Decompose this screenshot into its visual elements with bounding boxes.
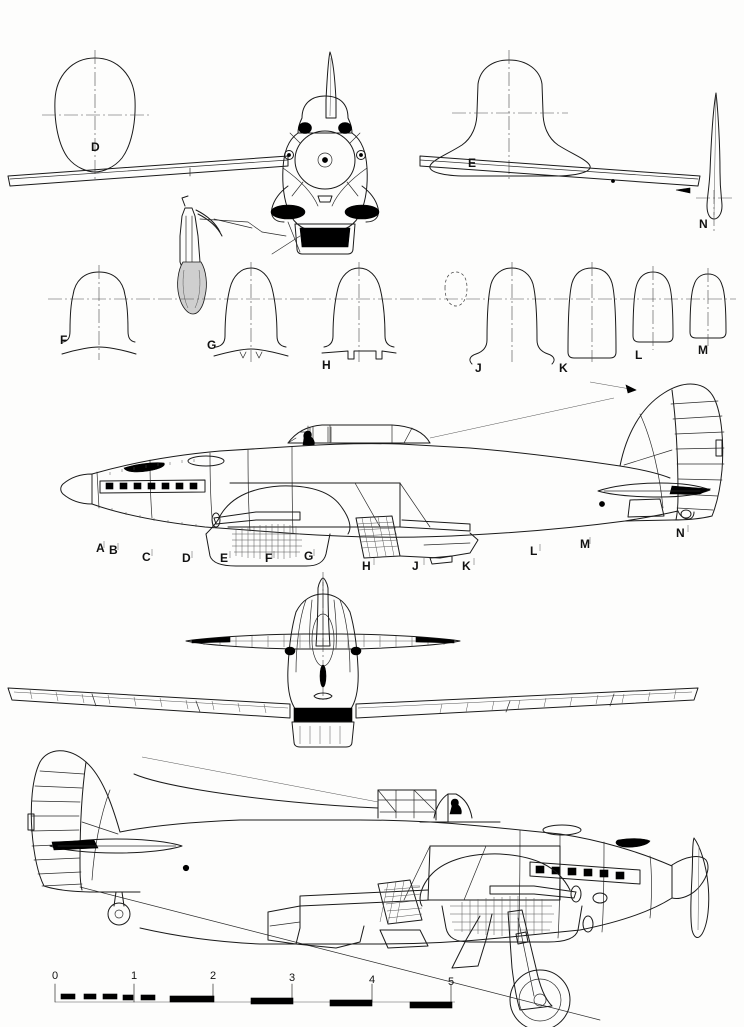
cross-section-N [675,92,734,232]
cross-section-label-H: H [322,358,331,372]
cross-section-K [567,262,617,362]
cross-section-label-F: F [60,333,68,347]
cross-section-label-G: G [207,338,217,352]
cross-section-label-J: J [475,361,482,375]
station-ticks [103,525,689,565]
cross-section-H [321,262,397,362]
station-label-A: A [96,541,105,555]
scale-bar [54,983,455,1009]
rear-view-aircraft [7,572,699,748]
cross-section-L [632,266,674,350]
side-view-lower-aircraft [27,750,710,1027]
station-label-E: E [220,551,229,565]
cross-section-F [61,265,137,360]
cross-section-G [213,262,289,362]
cross-section-J-ghost [444,271,468,307]
cross-section-E [429,50,591,180]
station-label-M: M [580,537,590,551]
lower-view-landing-gear [451,909,571,1027]
cross-section-label-D: D [91,140,100,154]
scale-tick-4: 4 [369,974,376,986]
scale-tick-3: 3 [289,972,296,984]
scale-tick-5: 5 [448,976,455,988]
cross-section-M [689,268,727,346]
front-view-aircraft [7,51,701,315]
cross-section-label-M: M [698,343,708,357]
station-label-H: H [362,559,371,573]
station-label-C: C [142,550,151,564]
station-label-D: D [182,551,191,565]
scale-tick-0: 0 [52,970,59,982]
cross-section-label-K: K [559,361,568,375]
scale-tick-1: 1 [131,970,138,982]
station-label-B: B [109,543,118,557]
station-label-J: J [412,559,419,573]
side-view-upper-aircraft [60,381,725,567]
station-label-G: G [304,549,314,563]
cross-section-J [469,262,555,365]
cross-section-label-N: N [699,217,708,231]
station-label-F: F [265,551,273,565]
cross-section-D [42,50,150,180]
front-view-landing-gear [177,195,223,315]
cross-section-label-L: L [635,348,643,362]
cross-section-label-E: E [468,156,477,170]
station-label-L: L [530,544,538,558]
scale-tick-2: 2 [210,970,217,982]
station-label-N: N [676,526,685,540]
station-label-K: K [462,559,471,573]
